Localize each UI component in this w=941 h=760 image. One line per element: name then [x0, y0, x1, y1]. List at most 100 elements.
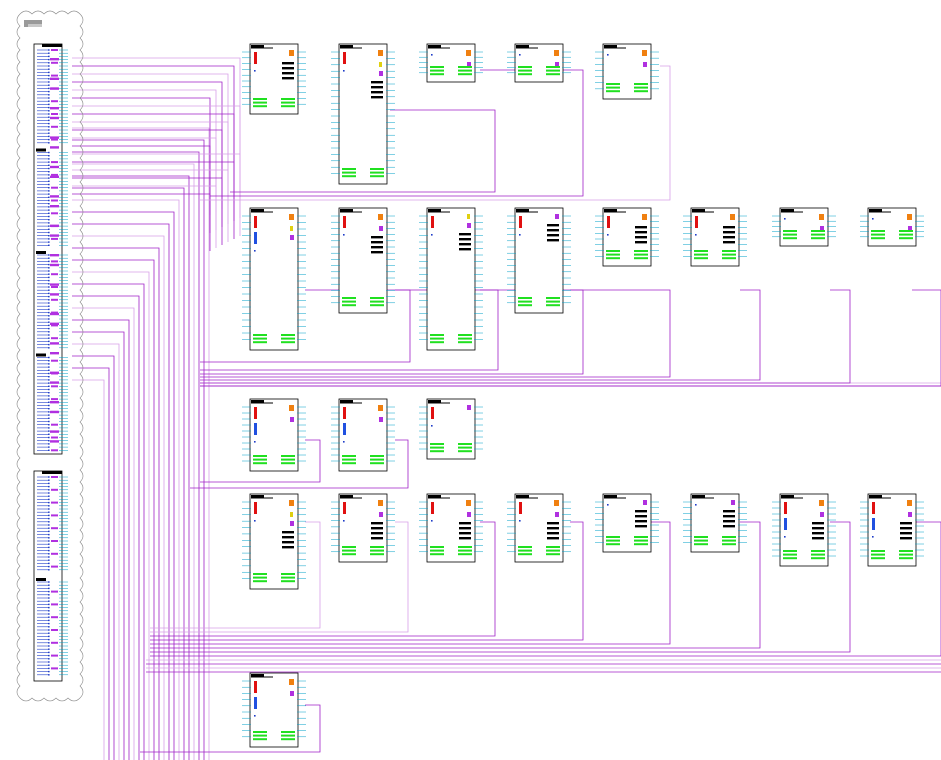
row-4-block-5-green-bar: [606, 543, 620, 546]
row-4-block-5-green-bar: [606, 539, 620, 542]
controller-chip-1-pin-dot: [48, 331, 50, 333]
chip-output-marker: [50, 430, 59, 433]
controller-chip-1-pin-dot: [48, 318, 50, 320]
controller-chip-1-signal-marker: [51, 125, 58, 128]
row-4-block-7-green-bar: [811, 553, 825, 556]
row-4-block-3-green-bar: [458, 553, 472, 556]
row-4-block-5-black-bar: [635, 520, 647, 523]
row-1-block-3-green-bar: [430, 69, 444, 72]
row-1-block-4: [507, 43, 571, 83]
controller-chip-1-signal-marker: [51, 311, 58, 314]
row-3-block-1-purple-element: [290, 417, 294, 422]
row-4-block-3-black-bar: [459, 522, 471, 525]
controller-chip-1-pin-dot: [48, 241, 50, 243]
controller-chip-1-pin-dot: [48, 273, 50, 275]
row-1-block-3-orange-element: [466, 50, 471, 56]
row-1-block-2: [331, 43, 395, 185]
row-2-block-3-green-bar: [458, 341, 472, 344]
bus-wire-vertical: [72, 271, 150, 760]
cloud-label-box: [24, 20, 42, 27]
controller-chip-1-pin-dot: [48, 58, 50, 61]
row-4-block-6: [683, 493, 747, 553]
row-1-block-1-green-bar: [253, 101, 267, 104]
controller-chip-1-pin-dot: [48, 311, 50, 314]
row-2-block-3: [419, 207, 483, 351]
controller-chip-1-pin-dot: [48, 443, 50, 445]
controller-chip-2-section-header: [42, 471, 62, 474]
controller-chip-1-pin-dot: [48, 417, 50, 419]
controller-chip-2-pin-dot: [48, 527, 50, 529]
row-1-block-3-green-bar: [458, 66, 472, 68]
controller-chip-2-pin-dot: [48, 651, 50, 654]
controller-chip-1-pin-dot: [48, 427, 50, 429]
row-4-block-6-black-bar: [723, 510, 735, 513]
row-2-block-1-green-bar: [253, 337, 267, 340]
row-3-block-3-green-bar: [430, 446, 444, 449]
controller-chip-2-pin-dot: [48, 521, 50, 523]
controller-chip-2-pin-dot: [48, 632, 50, 634]
row-4-block-1-title-underline: [251, 497, 273, 499]
controller-chip-1-pin-dot: [48, 302, 50, 304]
row-4-block-8-title-underline: [869, 497, 891, 499]
bus-wire-vertical: [72, 235, 165, 760]
row-1-block-4-green-bar: [518, 73, 532, 76]
row-1-block-2-body: [338, 43, 388, 185]
controller-chip-1-signal-marker: [51, 449, 58, 452]
controller-chip-2-pin-dot: [48, 505, 50, 507]
row-2-block-5-title-underline: [604, 211, 626, 213]
controller-chip-1-pin-dot: [48, 187, 50, 189]
controller-chip-2-pin-dot: [48, 645, 50, 647]
row4-drop-wire: [150, 521, 409, 633]
row-5-block-1-green-bar: [253, 731, 267, 733]
controller-chip-1-pin-dot: [48, 276, 50, 279]
controller-chip-1-pin-dot: [48, 84, 50, 86]
controller-chip-1-pin-dot: [48, 151, 50, 154]
row-4-block-7-green-bar: [811, 557, 825, 560]
row-1-block-4-green-bar: [546, 69, 560, 72]
row-4-block-8-green-bar: [871, 557, 885, 560]
row-4-block-7-ground-dot: [784, 536, 786, 538]
row-1-block-1: [242, 43, 306, 115]
row-2-block-7-orange-element: [819, 214, 824, 220]
row-2-block-5-green-bar: [634, 250, 648, 252]
row-2-block-6-ground-dot: [695, 234, 697, 236]
row-4-block-5-ground-dot: [607, 504, 609, 506]
controller-chip-1-pin-dot: [48, 206, 50, 208]
row-1-block-2-black-bar: [371, 86, 383, 89]
controller-chip-1-signal-marker: [51, 199, 58, 202]
controller-chip-1-pin-dot: [48, 340, 50, 343]
row-2-block-3-green-bar: [430, 341, 444, 344]
row-4-block-8-green-bar: [899, 550, 913, 552]
controller-chip-1-pin-dot: [48, 174, 50, 176]
row-4-block-5-purple-element: [643, 500, 647, 505]
row-4-block-5-green-bar: [634, 543, 648, 546]
controller-chip-1-pin-dot: [48, 324, 50, 327]
controller-chip-1-pin-dot: [48, 68, 50, 70]
controller-chip-1-section-header: [36, 251, 46, 254]
controller-chip-1-pin-dot: [48, 299, 50, 301]
row4-drop-wire: [150, 521, 321, 629]
controller-chip-1-pin-dot: [48, 270, 50, 272]
controller-chip-1-pin-dot: [48, 404, 50, 407]
row-2-block-4-title-underline: [516, 211, 538, 213]
controller-chip-2-section-header: [36, 578, 46, 581]
row-4-block-7-title-bar: [781, 495, 794, 498]
row-2-block-8: [860, 207, 924, 247]
row-2-block-4-black-bar: [547, 224, 559, 227]
row-2-block-6: [683, 207, 747, 267]
row-3-block-2-green-bar: [370, 455, 384, 457]
controller-chip-2-pin-dot: [48, 533, 50, 536]
row-3-block-3: [419, 398, 483, 460]
controller-chip-1-pin-dot: [48, 292, 50, 295]
row-2-block-1-green-bar: [281, 341, 295, 344]
row-3-block-1-blue-element: [254, 423, 257, 435]
row-3-block-2-title-bar: [340, 400, 353, 403]
controller-chip-2-pin-dot: [48, 584, 50, 586]
row-4-block-6-purple-element: [731, 500, 735, 505]
bus-wire-vertical: [72, 343, 120, 760]
row-4-block-6-green-bar: [722, 543, 736, 546]
row-4-block-1-green-bar: [281, 580, 295, 583]
row-4-block-2-green-bar: [370, 546, 384, 548]
row-2-block-3-black-bar: [459, 238, 471, 241]
row-2-block-6-green-bar: [722, 257, 736, 260]
